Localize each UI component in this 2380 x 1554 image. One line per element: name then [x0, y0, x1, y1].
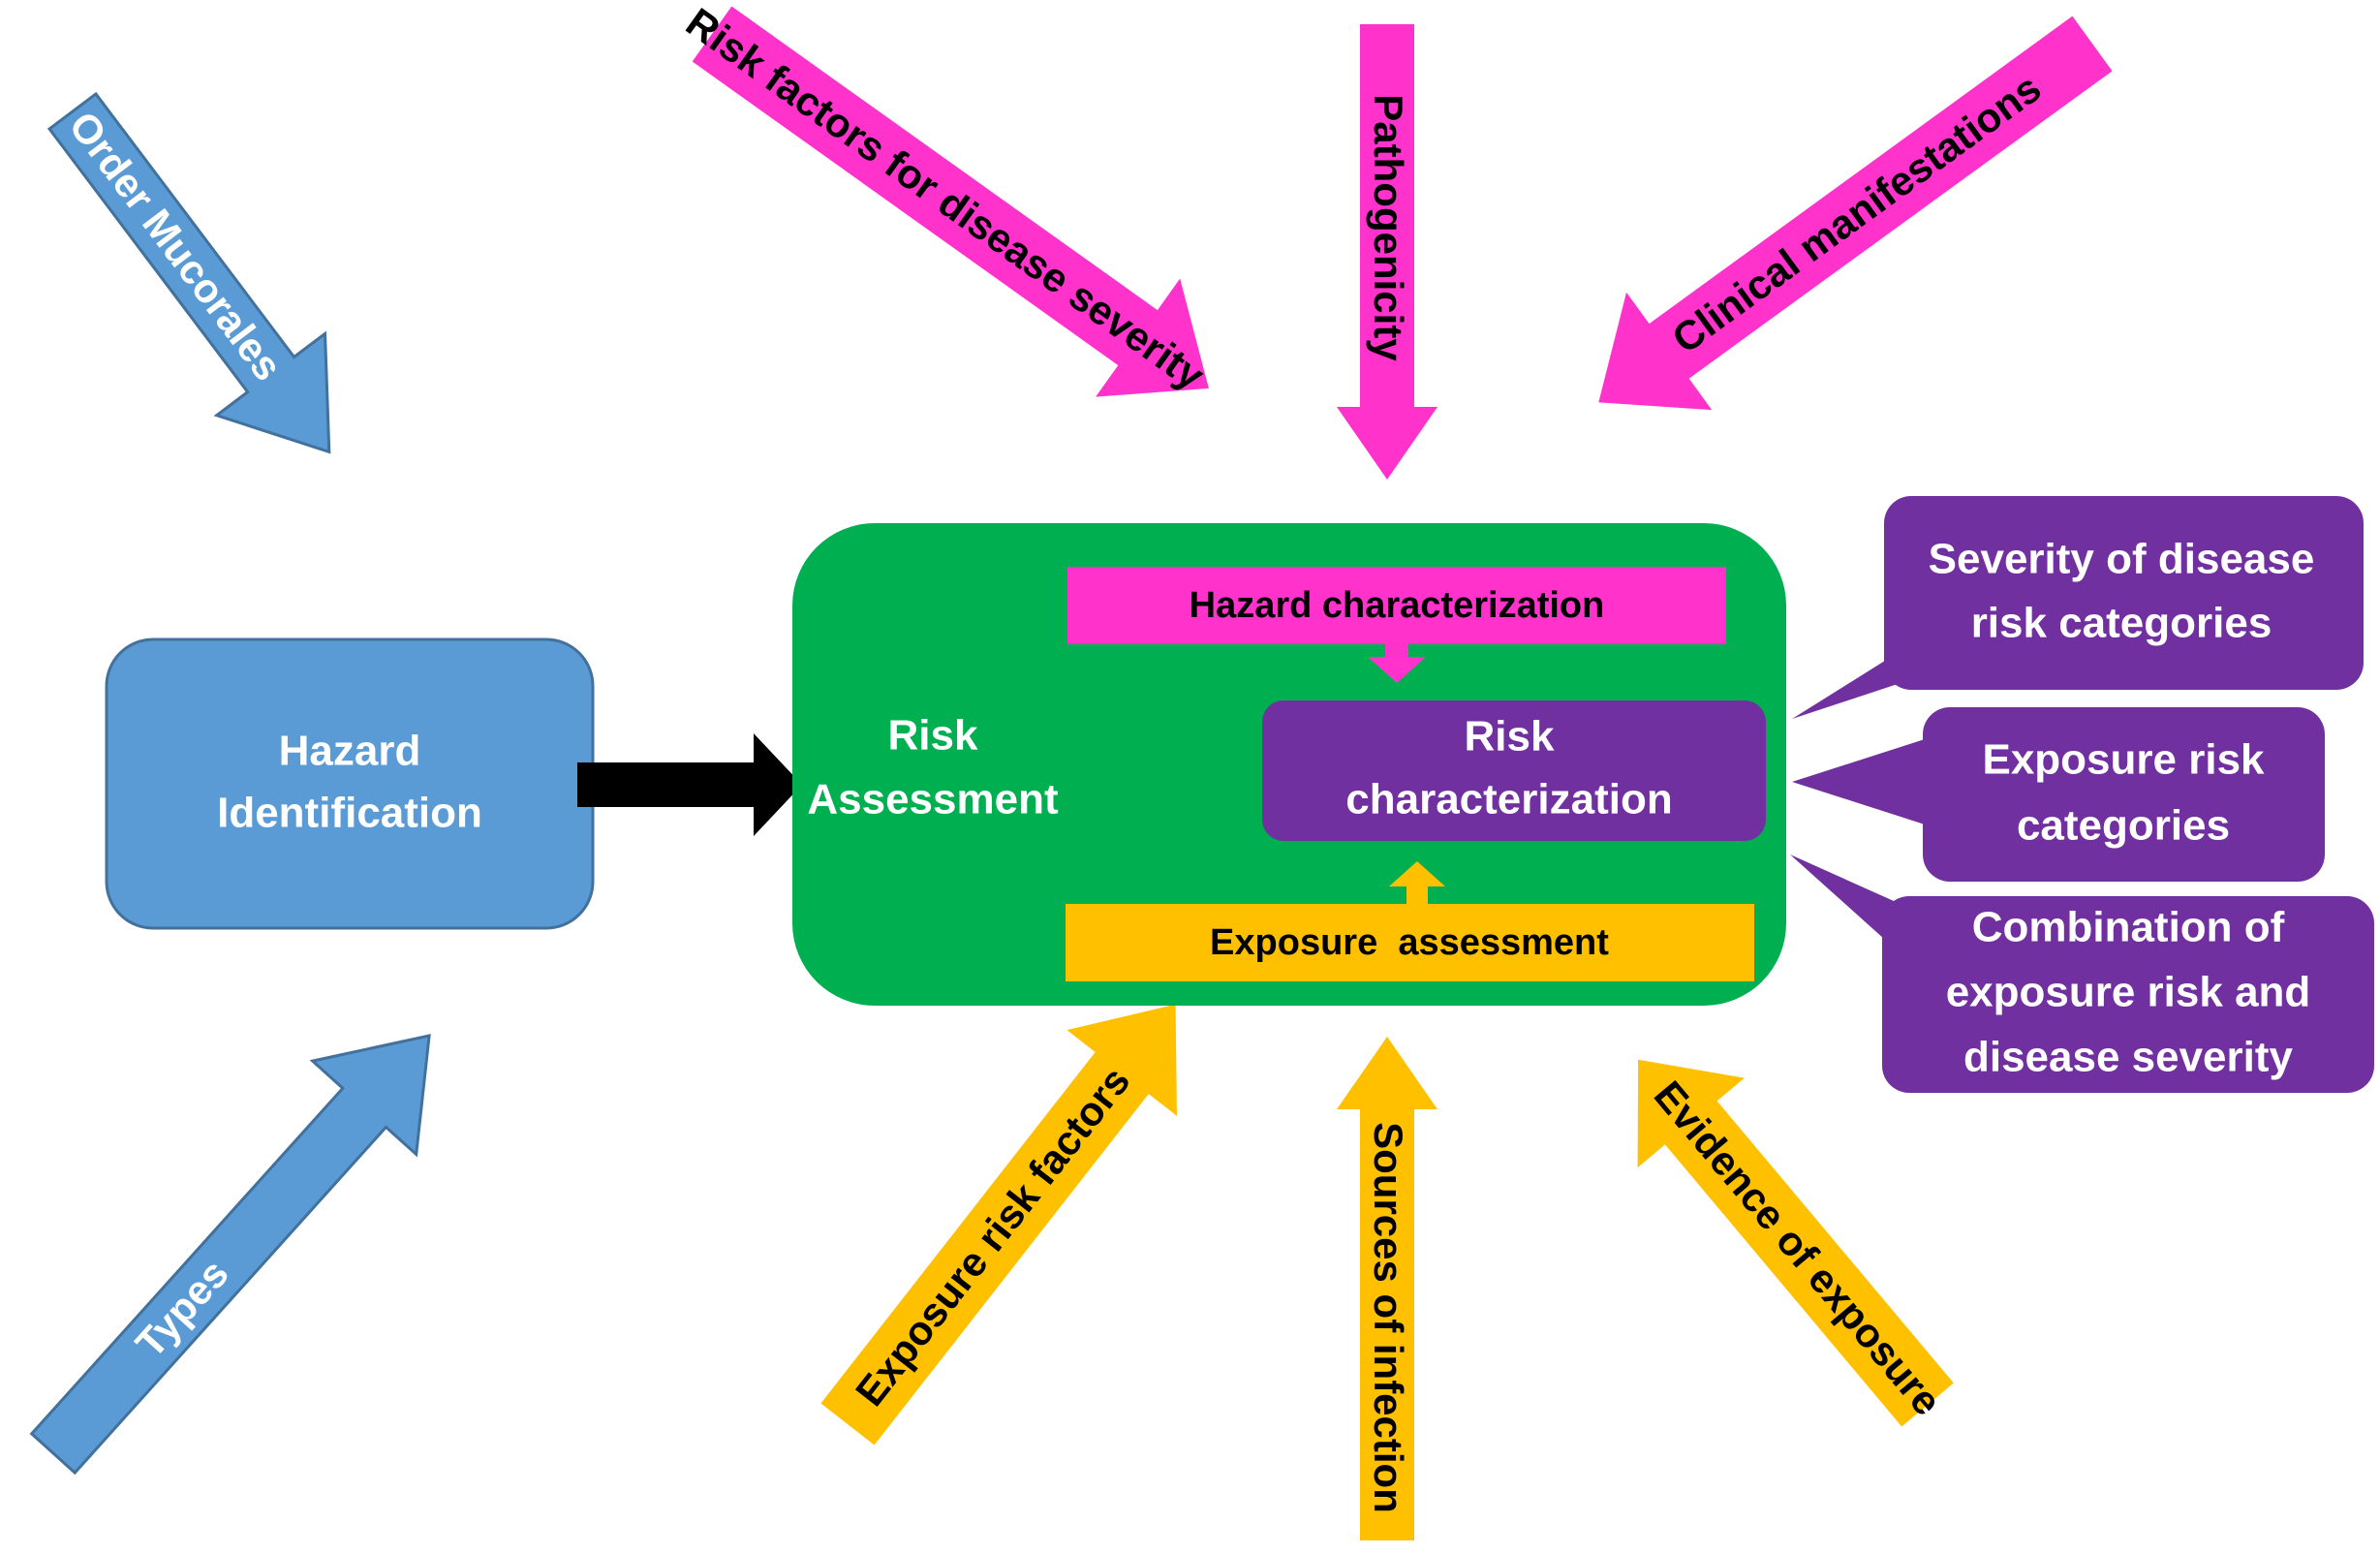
combination-line1: Combination of	[1972, 904, 2285, 951]
risk-assessment-line1: Risk	[888, 712, 978, 760]
severity-categories-line1: Severity of disease	[1929, 536, 2315, 583]
severity-categories-line2: risk categories	[1971, 600, 2272, 647]
arrow-pathogenicity-label: Pathogenicity	[1366, 94, 1411, 361]
exposure-callout-tail	[1792, 738, 1928, 825]
combination-line3: disease severity	[1963, 1034, 2294, 1081]
arrow-sources-of-infection-label: Sources of infection	[1366, 1122, 1411, 1513]
risk-assessment-line2: Assessment	[807, 776, 1059, 824]
arrow-clinical-manifestations: Clinical manifestations	[1598, 16, 2113, 411]
hazard-characterization-box: Hazard characterization	[1067, 567, 1726, 644]
arrow-types-shape	[29, 1034, 431, 1476]
arrow-exposure-risk-factors: Exposure risk factors	[820, 1004, 1177, 1445]
hazard-down-arrow	[1368, 644, 1426, 683]
arrow-order-mucorales-shape	[46, 91, 331, 454]
exposure-up-arrow	[1389, 861, 1445, 904]
black-connector-arrow	[577, 733, 802, 836]
arrow-evidence-of-exposure-label: Evidence of exposure	[1646, 1072, 1951, 1424]
combination-callout: Combination of exposure risk and disease…	[1790, 855, 2374, 1093]
arrow-sources-of-infection-shape	[1337, 1037, 1437, 1540]
arrow-order-mucorales-label: Order Mucorales	[60, 103, 291, 388]
exposure-assessment-box: Exposure assessment	[1066, 904, 1754, 981]
arrow-evidence-of-exposure-shape	[1637, 1059, 1954, 1427]
arrow-clinical-manifestations-label: Clinical manifestations	[1664, 65, 2050, 362]
hazard-characterization-label: Hazard characterization	[1190, 585, 1605, 626]
risk-characterization-box: Risk characterization	[1262, 700, 1766, 841]
severity-callout-tail	[1792, 649, 1903, 719]
exposure-categories-line1: Exposure risk	[1982, 736, 2265, 784]
exposure-categories-line2: categories	[2017, 802, 2230, 850]
arrow-types: Types	[29, 1034, 431, 1476]
combination-line2: exposure risk and	[1946, 969, 2311, 1016]
arrow-exposure-risk-factors-label: Exposure risk factors	[847, 1058, 1138, 1414]
arrow-clinical-manifestations-shape	[1598, 16, 2113, 411]
severity-categories-callout: Severity of disease risk categories	[1792, 496, 2364, 719]
risk-characterization-line2: characterization	[1345, 776, 1672, 824]
hazard-identification-box: Hazard Identification	[105, 637, 595, 930]
arrow-risk-factors-severity-shape	[692, 6, 1209, 397]
arrow-risk-factors-severity-label: Risk factors for disease severity	[678, 0, 1213, 399]
arrow-pathogenicity: Pathogenicity	[1337, 24, 1437, 480]
exposure-categories-callout: Exposure risk categories	[1792, 707, 2325, 882]
arrow-sources-of-infection: Sources of infection	[1337, 1037, 1437, 1540]
hazard-identification-line1: Hazard	[279, 728, 421, 775]
risk-characterization-line1: Risk	[1465, 713, 1555, 761]
hazard-identification-line2: Identification	[217, 790, 482, 837]
exposure-assessment-label: Exposure assessment	[1210, 922, 1609, 963]
arrow-risk-factors-severity: Risk factors for disease severity	[678, 0, 1213, 399]
arrow-exposure-risk-factors-shape	[820, 1004, 1177, 1445]
arrow-pathogenicity-shape	[1337, 24, 1437, 480]
combination-callout-tail	[1790, 855, 1894, 948]
arrow-order-mucorales: Order Mucorales	[46, 91, 331, 454]
